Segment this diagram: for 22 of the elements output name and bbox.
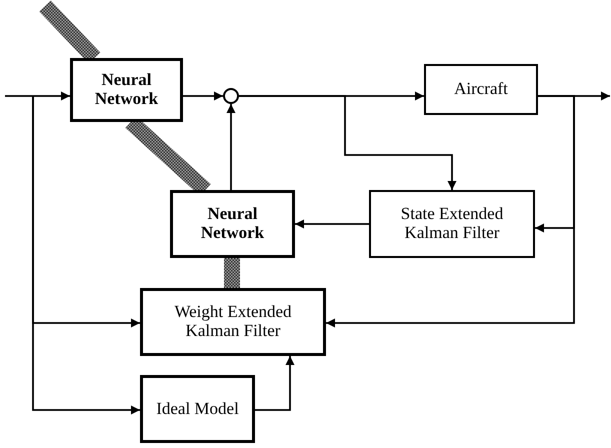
arrow <box>326 95 575 328</box>
block-label: Weight Extended Kalman Filter <box>173 303 293 341</box>
block-box <box>140 375 255 443</box>
block-label: State Extended Kalman Filter <box>400 205 504 243</box>
block-box <box>424 64 538 115</box>
summing-junction <box>223 88 239 104</box>
arrow <box>295 220 369 228</box>
block-label: Ideal Model <box>155 400 240 418</box>
block-box <box>140 288 326 356</box>
block-label: Neural Network <box>200 205 266 243</box>
block-box <box>369 190 535 258</box>
arrow <box>32 96 140 414</box>
block-box <box>170 190 295 258</box>
arrow <box>5 92 70 100</box>
arrow <box>255 356 294 411</box>
arrow <box>226 104 236 190</box>
block-label: Neural Network <box>94 71 160 109</box>
weight-transfer-band <box>224 258 240 288</box>
arrow <box>183 92 223 100</box>
arrow <box>239 95 456 190</box>
block-box <box>70 58 183 122</box>
block-label: Aircraft <box>453 80 509 99</box>
